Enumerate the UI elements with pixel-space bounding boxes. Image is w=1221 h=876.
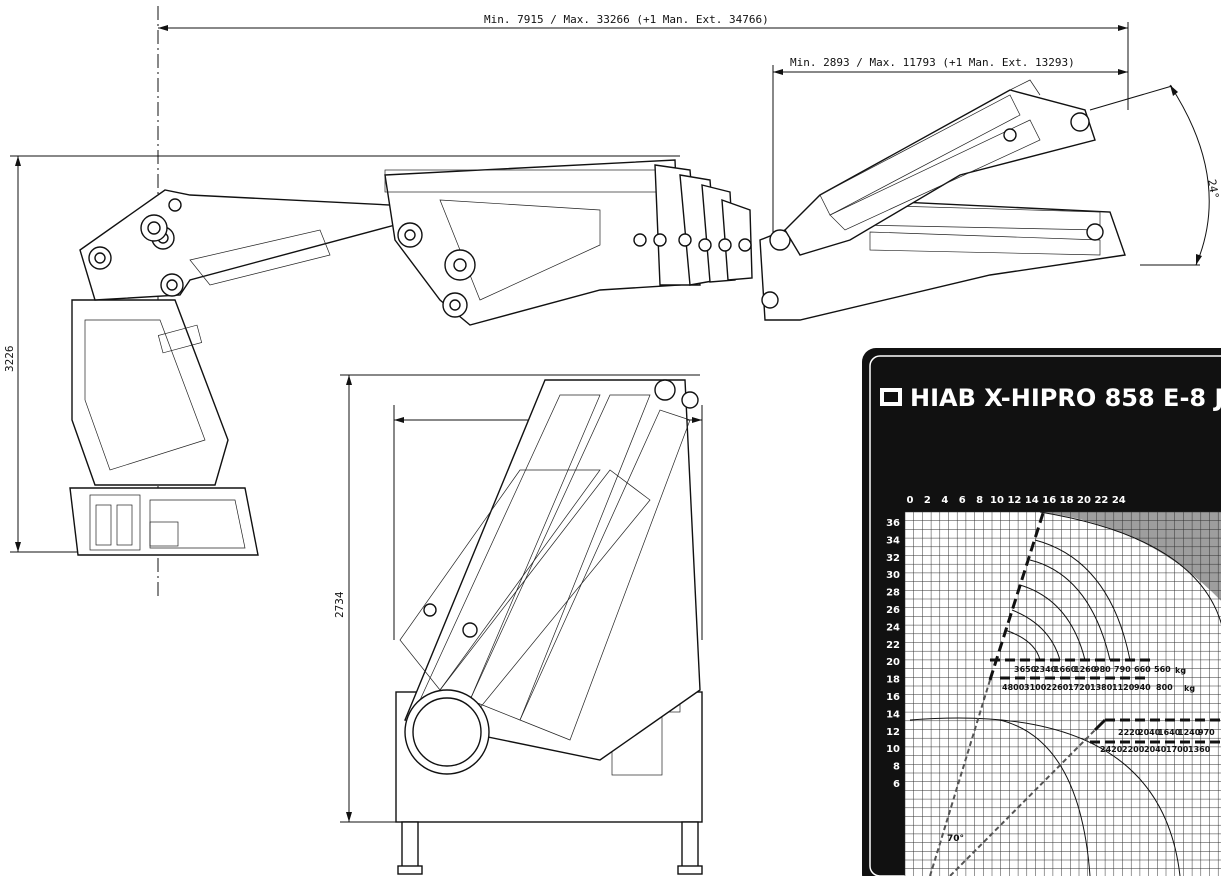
x-tick-label: 6 [959,495,966,506]
y-tick-label: 28 [886,588,900,599]
load-value: 1700 [1166,745,1189,754]
height-label: 3226 [3,346,16,373]
load-value: 2040 [1144,745,1167,754]
x-tick-label: 2 [924,495,931,506]
row2-unit: kg [1184,684,1195,693]
x-tick-label: 18 [1060,495,1074,506]
crane-front-view: 2550 2734 [333,374,703,875]
y-tick-label: 36 [886,518,900,529]
load-chart-panel: HIAB X-HIPRO 858 E-8 JIB 1 [862,348,1221,876]
x-tick-label: 8 [976,495,983,506]
x-tick-label: 0 [907,495,914,506]
y-tick-label: 30 [886,570,900,581]
y-tick-label: 12 [886,727,900,738]
load-value: 660 [1134,665,1151,674]
load-value: 2260 [1046,683,1069,692]
x-tick-label: 22 [1094,495,1108,506]
y-tick-label: 20 [886,657,900,668]
load-value: 4800 [1002,683,1025,692]
load-value: 1660 [1054,665,1077,674]
total-reach-label: Min. 7915 / Max. 33266 (+1 Man. Ext. 347… [484,13,769,26]
y-tick-label: 34 [886,535,900,546]
y-tick-label: 18 [886,675,900,686]
load-value: 560 [1154,665,1171,674]
load-value: 980 [1094,665,1111,674]
jib-reach-label: Min. 2893 / Max. 11793 (+1 Man. Ext. 132… [790,56,1075,69]
y-tick-label: 26 [886,605,900,616]
load-value: 2220 [1118,728,1141,737]
row1-unit: kg [1175,666,1186,675]
y-tick-label: 10 [886,744,900,755]
load-value: 800 [1156,683,1173,692]
load-value: 1240 [1178,728,1201,737]
x-tick-label: 10 [990,495,1004,506]
load-value: 1640 [1158,728,1181,737]
load-chart-title: HIAB X-HIPRO 858 E-8 JIB 1 [910,384,1221,412]
load-value: 2340 [1034,665,1057,674]
angle-label: 70° [947,834,964,844]
y-tick-label: 24 [886,622,900,633]
x-tick-label: 12 [1007,495,1021,506]
load-value: 1720 [1068,683,1091,692]
jib-angle-dimension: 24° [1089,84,1221,266]
y-tick-label: 6 [893,779,900,790]
y-tick-label: 8 [893,762,900,773]
crane-side-view [69,79,1126,556]
jib-angle-label: 24° [1205,178,1221,200]
load-value: 3650 [1014,665,1037,674]
load-value: 3100 [1024,683,1047,692]
x-tick-label: 4 [941,495,948,506]
y-tick-label: 22 [886,640,900,651]
y-tick-label: 14 [886,709,900,720]
y-axis-ticks: 36 34 32 30 28 26 24 22 20 18 16 14 12 10 8 6 [886,518,900,790]
folded-height-label: 2734 [333,591,346,618]
load-value: 2420 [1100,745,1123,754]
pivot-points [88,198,184,297]
height-dimension: 3226 [3,155,680,553]
y-tick-label: 16 [886,692,900,703]
load-value: 1260 [1074,665,1097,674]
load-value: 790 [1114,665,1131,674]
load-value: 1120 [1112,683,1135,692]
load-value: 1380 [1090,683,1113,692]
load-value: 970 [1198,728,1215,737]
y-tick-label: 32 [886,553,900,564]
x-tick-label: 20 [1077,495,1091,506]
x-tick-label: 14 [1025,495,1039,506]
load-value: 2040 [1138,728,1161,737]
load-value: 2200 [1122,745,1145,754]
jib-reach-dimension: Min. 2893 / Max. 11793 (+1 Man. Ext. 132… [772,56,1128,300]
load-value: 1360 [1188,745,1211,754]
x-tick-label: 24 [1112,495,1126,506]
x-tick-label: 16 [1042,495,1056,506]
load-value: 940 [1134,683,1151,692]
